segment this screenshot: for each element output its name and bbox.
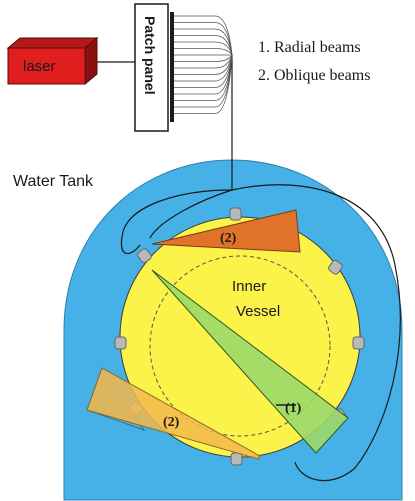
mount-upper-right (328, 259, 343, 275)
fiber-loop-left (120, 189, 233, 255)
fiber-strand (174, 54, 233, 88)
patch-panel: Patch panel (134, 3, 233, 132)
laser-label: laser (23, 58, 56, 75)
patch-panel-box (134, 3, 169, 132)
oblique-beam-bottom-label: (2) (163, 415, 180, 430)
mount-right (352, 336, 365, 350)
legend-item-radial: 1. Radial beams (258, 39, 361, 56)
radial-beam-label: (1) (285, 401, 302, 416)
inner-vessel-boundary (149, 255, 331, 437)
fiber-strand (174, 41, 233, 56)
mount-top (229, 207, 242, 221)
fiber-strand (174, 22, 233, 56)
water-tank-label: Water Tank (13, 173, 94, 190)
fiber-strand (174, 35, 233, 56)
inner-vessel-label-line1: Inner (232, 278, 266, 295)
patch-panel-connector-bar (170, 12, 174, 122)
fiber-strand (174, 54, 233, 75)
mount-bottom (230, 452, 243, 466)
oblique-beam-top (151, 209, 301, 253)
mount-upper-left (137, 248, 152, 264)
mount-left (114, 336, 127, 350)
patch-panel-fiber-fan (174, 15, 233, 114)
radial-beam (151, 269, 349, 454)
fiber-cables (120, 55, 401, 482)
oblique-beam-bottom (86, 367, 261, 460)
laser-box-front (7, 47, 86, 85)
fiber-strand (174, 54, 233, 62)
oblique-beam-top-label: (2) (220, 231, 237, 246)
legend-item-oblique: 2. Oblique beams (258, 67, 370, 84)
laser-box-top (6, 37, 99, 49)
fiber-loop-right (231, 184, 401, 482)
inner-vessel-label-line2: Vessel (236, 303, 280, 320)
patch-panel-label: Patch panel (142, 16, 158, 95)
laser-unit: laser (6, 36, 99, 86)
fiber-strand (174, 48, 233, 56)
fiber-loop-inner (149, 189, 233, 239)
fiber-strand (174, 54, 233, 114)
